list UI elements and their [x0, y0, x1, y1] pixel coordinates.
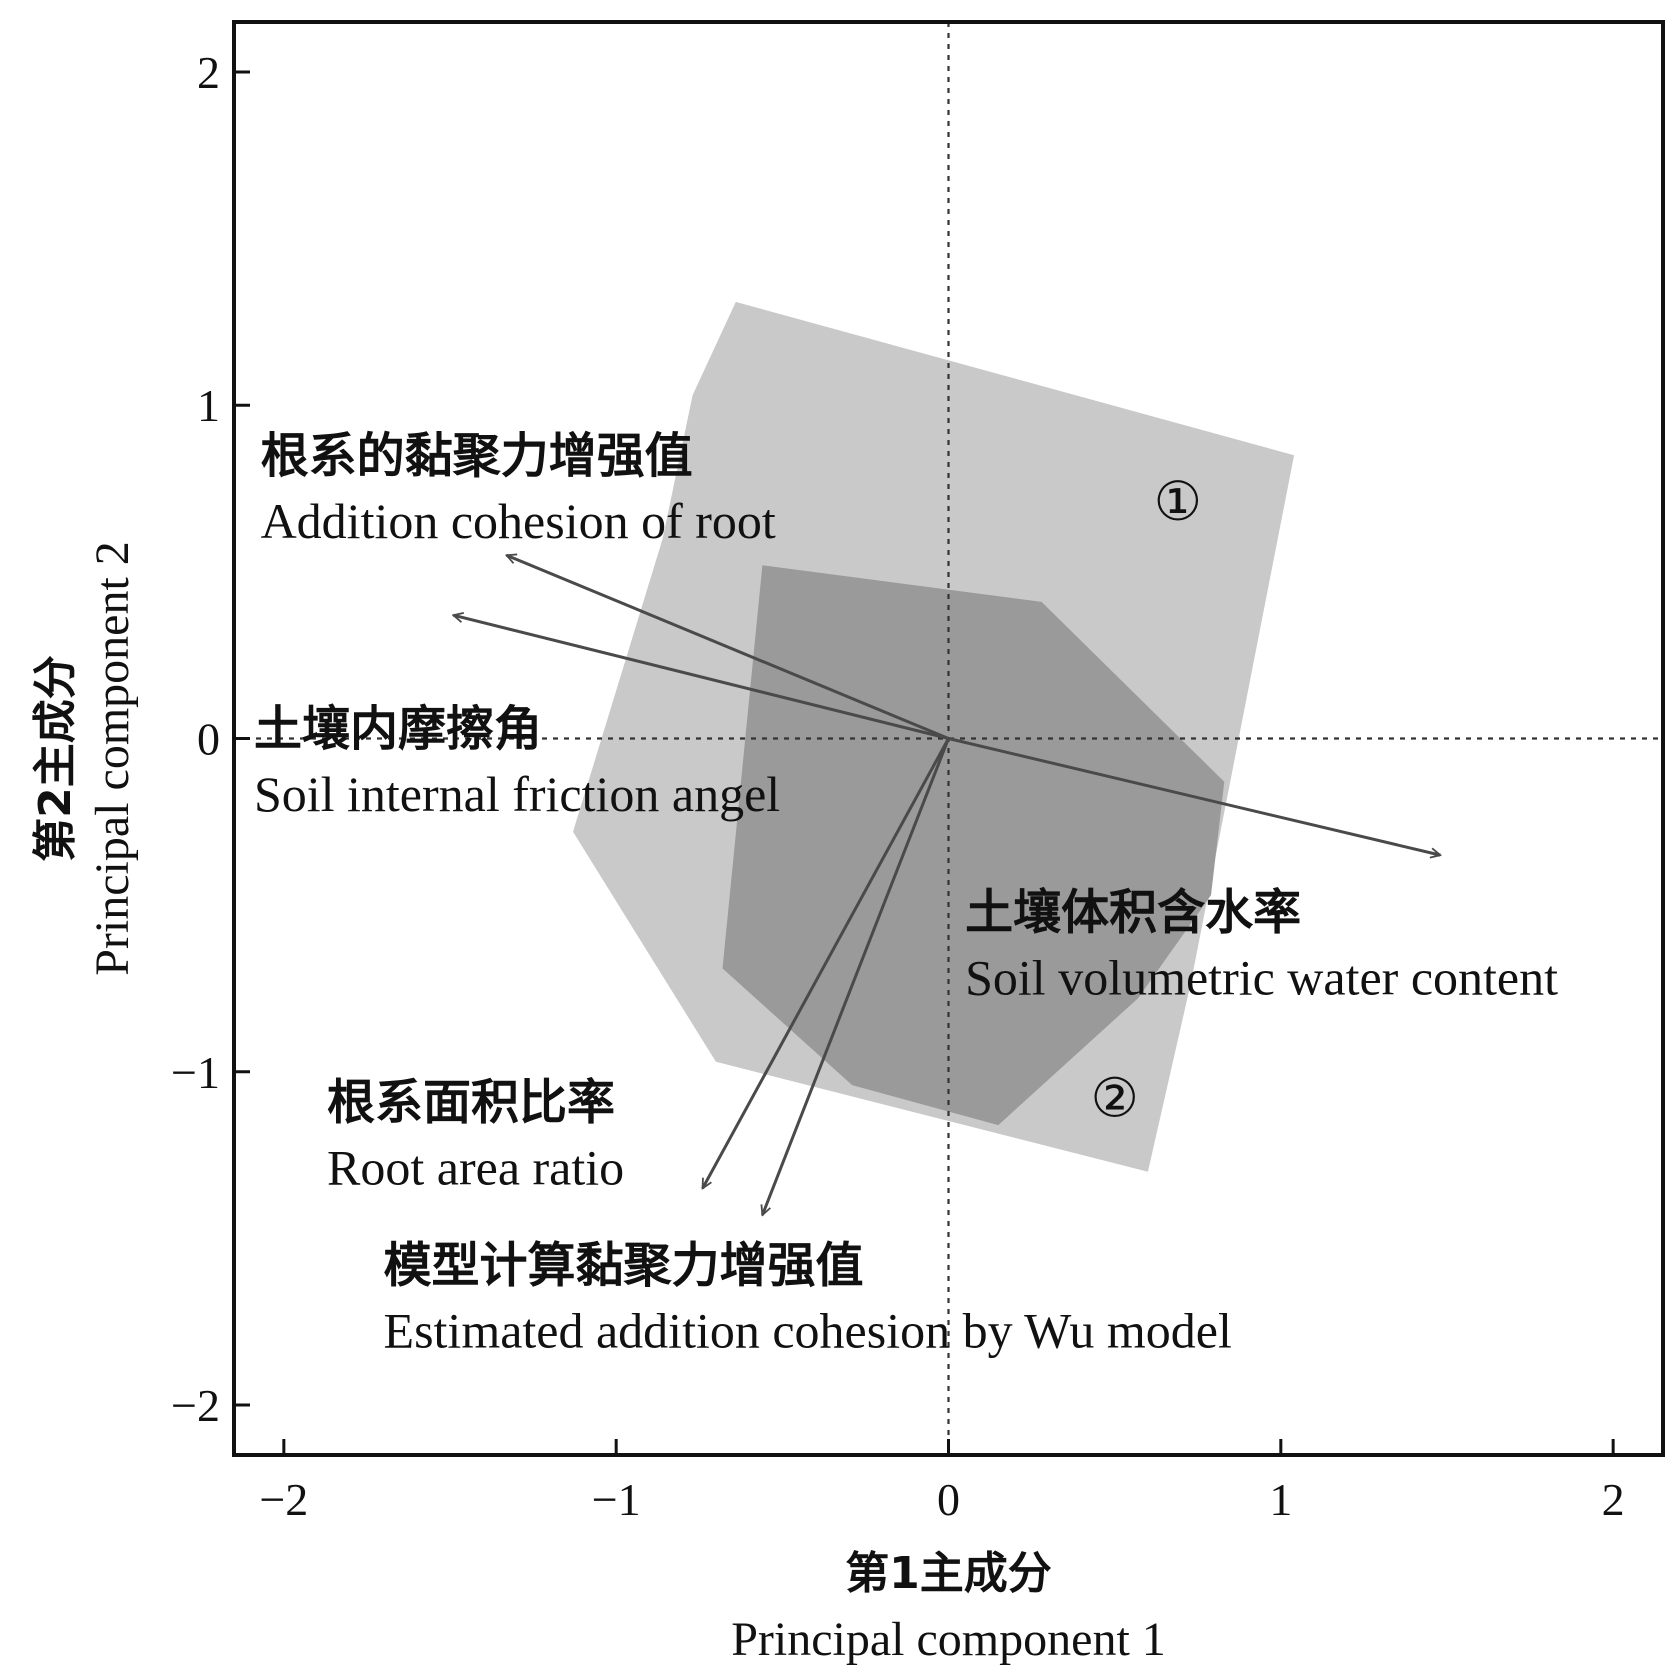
variable-label-en: Root area ratio: [327, 1139, 624, 1195]
y-tick-label: 2: [197, 47, 220, 98]
y-tick-label: −1: [171, 1047, 220, 1098]
variable-label-en: Addition cohesion of root: [261, 493, 776, 549]
x-tick-label: 1: [1269, 1474, 1292, 1525]
variable-label-en: Soil volumetric water content: [965, 949, 1558, 1005]
variable-label-zh: 土壤内摩擦角: [254, 701, 542, 757]
variable-label-en: Soil internal friction angel: [254, 766, 780, 822]
group-label-1: ①: [1154, 470, 1202, 533]
y-tick-label: 0: [197, 714, 220, 765]
y-axis-title-zh: 第2主成分: [30, 655, 81, 862]
group-label-2: ②: [1090, 1066, 1138, 1129]
loading-vector-3: [948, 737, 1441, 856]
variable-label-zh: 模型计算黏聚力增强值: [384, 1238, 864, 1294]
loading-vector-4: [701, 737, 950, 1189]
variable-label-zh: 土壤体积含水率: [965, 884, 1301, 940]
variable-label-en: Estimated addition cohesion by Wu model: [384, 1303, 1232, 1359]
variable-label-zh: 根系的黏聚力增强值: [261, 428, 693, 484]
y-tick-label: 1: [197, 380, 220, 431]
x-tick-label: −2: [259, 1474, 308, 1525]
loading-vector-1: [507, 555, 950, 740]
y-axis-title-en: Principal component 2: [86, 541, 139, 976]
x-tick-label: 0: [937, 1474, 960, 1525]
loading-vector-5: [762, 737, 950, 1216]
x-tick-label: −1: [592, 1474, 641, 1525]
loading-vector-2: [453, 615, 949, 740]
y-tick-label: −2: [171, 1380, 220, 1431]
x-tick-label: 2: [1602, 1474, 1625, 1525]
variable-label-zh: 根系面积比率: [327, 1074, 615, 1130]
group-hull-2: [722, 565, 1225, 1126]
x-axis-title-zh: 第1主成分: [845, 1548, 1052, 1599]
x-axis-title-en: Principal component 1: [731, 1613, 1166, 1666]
